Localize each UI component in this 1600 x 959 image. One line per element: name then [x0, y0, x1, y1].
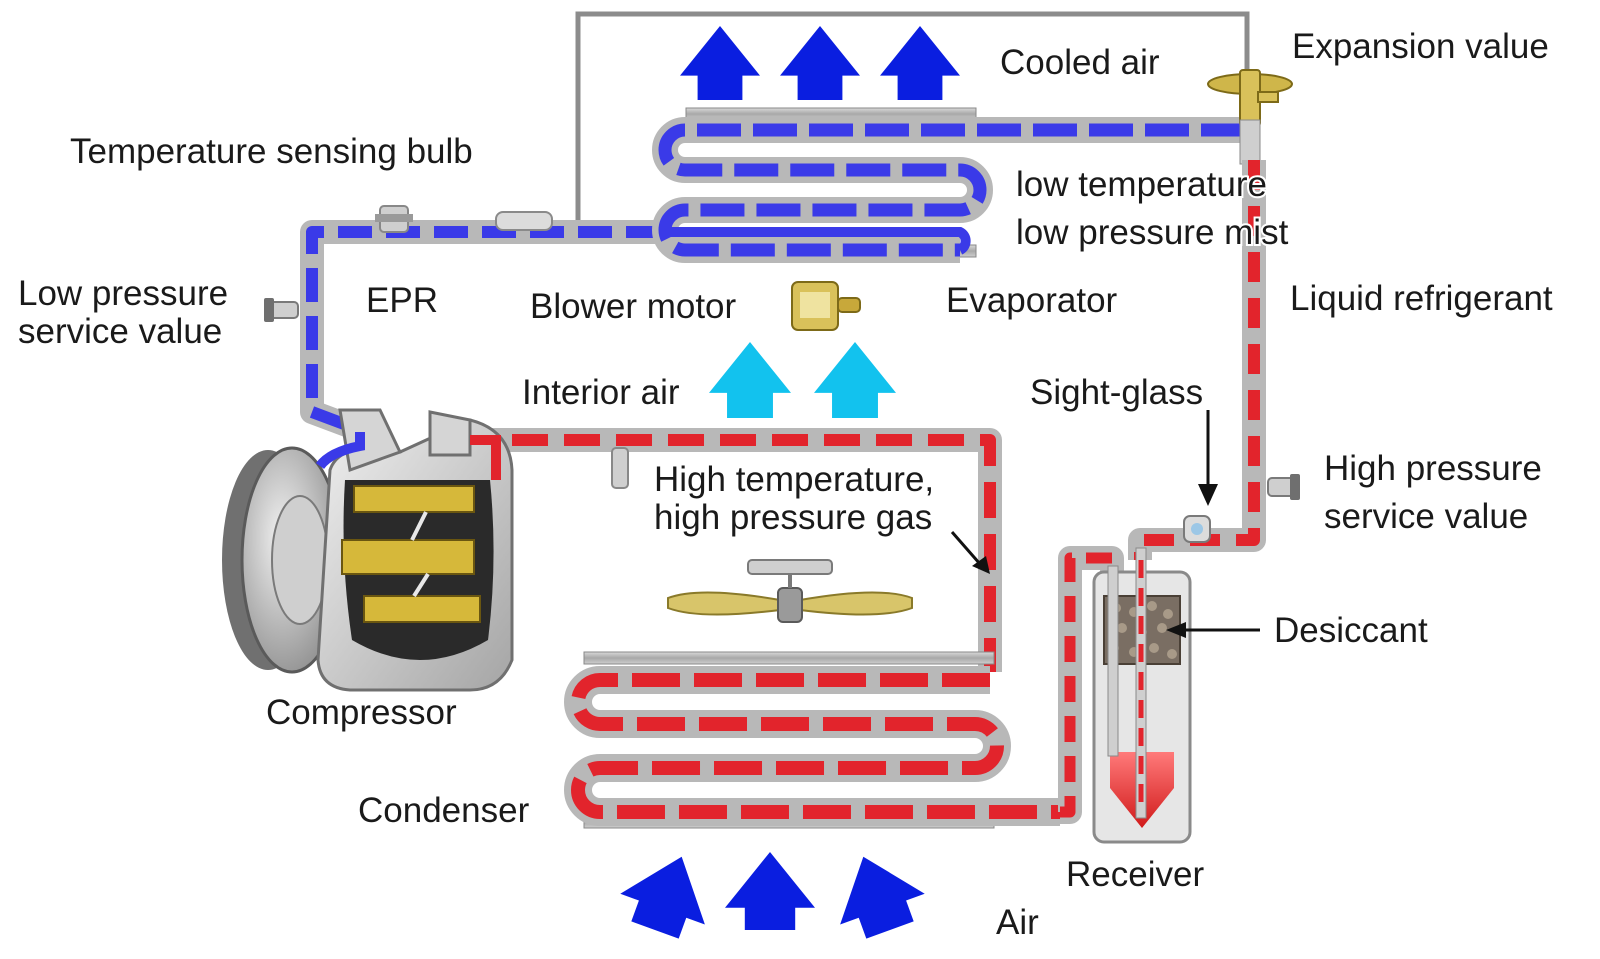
desiccant-label: Desiccant [1274, 611, 1428, 650]
expansion-valve-label: Expansion value [1292, 27, 1549, 66]
cooled-air-arrow [880, 26, 960, 100]
sensing-bulb-capillary [575, 11, 1250, 230]
cooled-air-arrow [680, 26, 760, 100]
temperature-sensing-bulb-label: Temperature sensing bulb [70, 132, 473, 171]
expansion-valve [1207, 69, 1293, 165]
epr-valve [375, 205, 413, 233]
receiver [1092, 547, 1192, 844]
epr-label: EPR [366, 281, 438, 320]
sight-glass-label: Sight-glass [1030, 373, 1203, 412]
high-temp-gas-label-line2: high pressure gas [654, 498, 932, 537]
receiver-label: Receiver [1066, 855, 1204, 894]
sight-glass [1183, 515, 1211, 543]
sight-glass-pointer [1198, 410, 1218, 506]
suction-line [300, 220, 660, 442]
low-temperature-label: low temperature [1016, 165, 1267, 204]
low-pressure-service-valve-label-line1: Low pressure [18, 274, 228, 313]
low-pressure-service-valve [264, 298, 299, 322]
high-pressure-service-valve-label-line2: service value [1324, 497, 1528, 536]
high-pressure-service-valve-label-line1: High pressure [1324, 449, 1542, 488]
condenser-fan [667, 559, 913, 623]
condenser-label: Condenser [358, 791, 530, 830]
evaporator-label: Evaporator [946, 281, 1118, 320]
desiccant-pointer [1166, 622, 1260, 638]
interior-air-label: Interior air [522, 373, 680, 412]
compressor-label: Compressor [266, 693, 457, 732]
outside-air-arrow [840, 856, 925, 939]
evaporator [652, 107, 1245, 263]
interior-air-arrows [709, 342, 896, 418]
interior-air-arrow [709, 342, 791, 418]
low-pressure-service-valve-label-line2: service value [18, 312, 222, 351]
temperature-sensing-bulb [495, 211, 553, 231]
high-temp-gas-label-line1: High temperature, [654, 460, 934, 499]
outside-air-arrows [620, 852, 925, 939]
interior-air-arrow [814, 342, 896, 418]
liquid-refrigerant-label: Liquid refrigerant [1290, 279, 1553, 318]
cooled-air-arrow [780, 26, 860, 100]
high-temp-gas-pointer [950, 531, 990, 574]
outside-air-arrow [620, 856, 705, 939]
cooled-air-arrows [680, 26, 960, 100]
low-pressure-mist-label: low pressure mist [1016, 213, 1289, 252]
compressor [222, 408, 514, 692]
cooled-air-label: Cooled air [1000, 43, 1160, 82]
blower-motor-label: Blower motor [530, 287, 737, 326]
discharge-line [460, 428, 1002, 672]
blower-motor [791, 281, 861, 331]
condenser [564, 651, 1060, 829]
outside-air-arrow [725, 852, 815, 930]
high-pressure-service-valve [1267, 474, 1300, 500]
air-label: Air [996, 903, 1039, 942]
